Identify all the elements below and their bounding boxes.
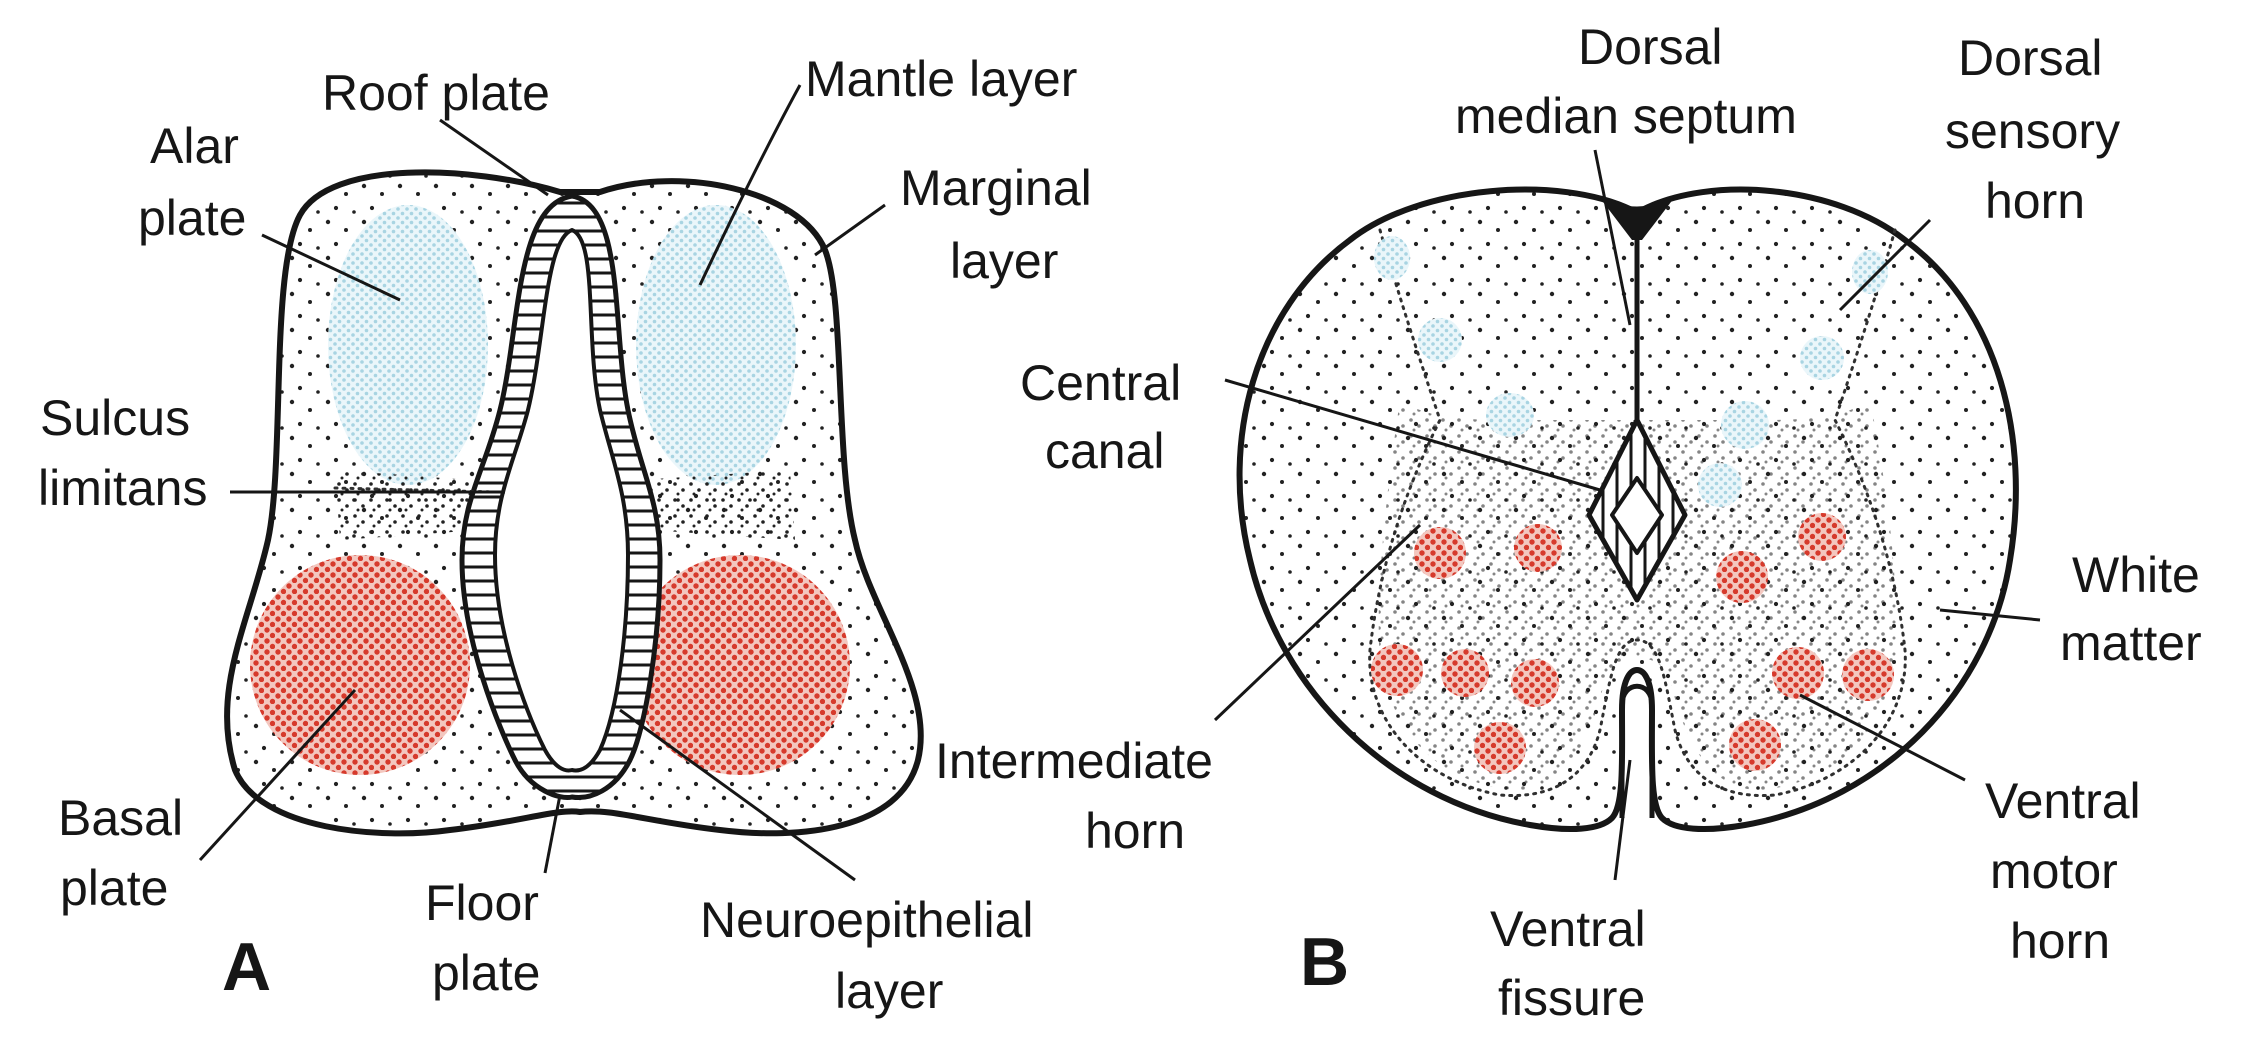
label-mantle-layer: Mantle layer xyxy=(805,51,1077,107)
alar-plate-region-right xyxy=(636,205,796,485)
panel-b-spinal-cord xyxy=(1236,186,2019,833)
label-neuroepithelial-layer: Neuroepithelial xyxy=(700,892,1034,948)
motor-spot xyxy=(1729,719,1781,771)
label-sulcus-limitans-2: limitans xyxy=(38,460,207,516)
motor-spot xyxy=(1716,551,1768,603)
label-intermediate-horn: Intermediate xyxy=(935,733,1213,789)
label-alar-plate-2: plate xyxy=(138,190,246,246)
alar-plate-region xyxy=(328,205,488,485)
sensory-spot xyxy=(1698,463,1742,507)
panel-letter-a: A xyxy=(222,929,271,1005)
label-marginal-layer: Marginal xyxy=(900,160,1092,216)
panel-a-leaders xyxy=(198,84,886,882)
label-white-matter: White xyxy=(2072,547,2200,603)
label-white-matter-2: matter xyxy=(2060,615,2202,671)
motor-spot xyxy=(1511,659,1559,707)
label-dorsal-sensory-horn: Dorsal xyxy=(1958,30,2102,86)
motor-spot xyxy=(1772,647,1824,699)
sensory-spot xyxy=(1374,236,1410,280)
sulcus-limitans-shading-right xyxy=(640,470,795,540)
ventral-fissure xyxy=(1619,683,1655,818)
central-lumen xyxy=(493,228,630,773)
label-ventral-fissure-2: fissure xyxy=(1498,970,1645,1026)
motor-spot xyxy=(1371,644,1423,696)
motor-spot xyxy=(1514,524,1562,572)
label-ventral-motor-horn-2: motor xyxy=(1990,843,2118,899)
basal-plate-region-right xyxy=(630,555,850,775)
sulcus-limitans-line xyxy=(333,486,497,494)
sensory-spot xyxy=(1486,393,1534,437)
label-ventral-motor-horn: Ventral xyxy=(1985,773,2141,829)
label-dorsal-median-septum: Dorsal xyxy=(1578,19,1722,75)
motor-spot xyxy=(1414,527,1466,579)
basal-plate-region xyxy=(250,555,470,775)
label-floor-plate-2: plate xyxy=(432,945,540,1001)
label-sulcus-limitans: Sulcus xyxy=(40,390,190,446)
dorsal-median-notch xyxy=(1600,198,1674,240)
label-central-canal-2: canal xyxy=(1045,423,1165,479)
sensory-spot xyxy=(1852,250,1888,294)
label-dorsal-median-septum-2: median septum xyxy=(1455,88,1797,144)
label-dorsal-sensory-horn-3: horn xyxy=(1985,173,2085,229)
label-floor-plate: Floor xyxy=(425,875,539,931)
label-basal-plate: Basal xyxy=(58,790,183,846)
label-central-canal: Central xyxy=(1020,355,1181,411)
motor-spot xyxy=(1441,649,1489,697)
motor-spot xyxy=(1474,722,1526,774)
label-dorsal-sensory-horn-2: sensory xyxy=(1945,103,2120,159)
label-neuroepithelial-layer-2: layer xyxy=(835,963,943,1019)
panel-b-labels: Dorsal median septum Dorsal sensory horn… xyxy=(935,19,2202,1026)
sensory-spot xyxy=(1800,336,1844,380)
motor-spot xyxy=(1842,649,1894,701)
sulcus-limitans-shading-left xyxy=(335,470,480,540)
panel-a-labels: Roof plate Mantle layer Alar plate Margi… xyxy=(38,51,1092,1019)
sensory-spot xyxy=(1721,401,1769,449)
motor-spot xyxy=(1798,513,1846,561)
label-alar-plate: Alar xyxy=(150,118,239,174)
panel-b-leaders xyxy=(1213,149,2041,881)
panel-letter-b: B xyxy=(1300,924,1349,1000)
panel-a-neural-tube xyxy=(224,169,924,837)
label-ventral-fissure: Ventral xyxy=(1490,901,1646,957)
label-basal-plate-2: plate xyxy=(60,860,168,916)
central-canal-lumen xyxy=(1610,476,1664,555)
label-roof-plate: Roof plate xyxy=(322,65,550,121)
sensory-spot xyxy=(1418,318,1462,362)
label-ventral-motor-horn-3: horn xyxy=(2010,913,2110,969)
label-marginal-layer-2: layer xyxy=(950,233,1058,289)
label-intermediate-horn-2: horn xyxy=(1085,803,1185,859)
